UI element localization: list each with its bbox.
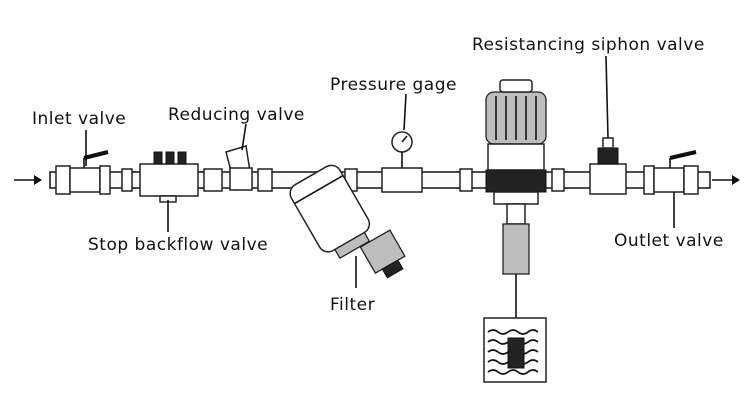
inlet-valve	[55, 150, 111, 195]
reducing-valve	[225, 145, 253, 191]
union-fitting	[121, 168, 133, 192]
outflow-arrow	[712, 175, 740, 185]
pressure-gage	[381, 131, 423, 193]
filter	[289, 164, 406, 279]
pressure-gage-label: Pressure gage	[330, 75, 457, 95]
inlet-valve-label: Inlet valve	[32, 109, 126, 129]
siphon-valve-leader	[605, 55, 609, 139]
outlet-valve-label: Outlet valve	[614, 231, 724, 251]
pressure-gage-leader	[403, 93, 407, 131]
union-fitting	[203, 168, 223, 192]
resistancing-siphon-valve	[589, 137, 627, 195]
union-fitting	[257, 168, 273, 192]
outlet-valve	[643, 150, 699, 195]
dosing-pump	[485, 79, 547, 205]
resistancing-siphon-valve-label: Resistancing siphon valve	[472, 35, 705, 55]
stop-backflow-valve	[139, 151, 199, 203]
reducing-valve-leader	[241, 123, 247, 151]
inflow-arrow	[14, 175, 42, 185]
union-fitting	[459, 168, 473, 192]
reducing-valve-label: Reducing valve	[168, 105, 305, 125]
chemical-tank	[483, 317, 547, 383]
stop-backflow-valve-label: Stop backflow valve	[88, 235, 268, 255]
suction-tube	[502, 203, 530, 340]
union-fitting	[551, 168, 565, 192]
filter-label: Filter	[330, 295, 375, 315]
